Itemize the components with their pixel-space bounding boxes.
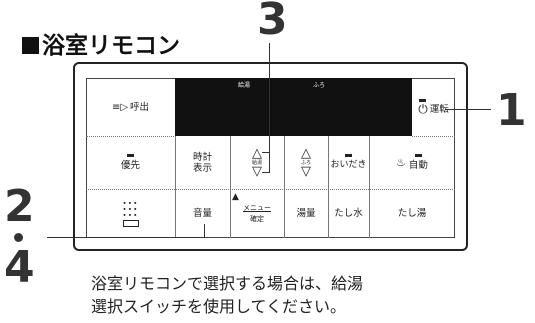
furo-temp-down-button[interactable]: ▽ [301, 163, 311, 179]
speaker-slot [122, 220, 139, 227]
divider [284, 136, 285, 238]
divider [328, 136, 329, 238]
power-button-label: 運転 [429, 103, 449, 115]
speaker-grille: ∙∙∙∙∙∙∙∙∙ [86, 189, 175, 238]
kyuto-temp-label: 給湯 [251, 159, 262, 166]
callout-separator-dot [14, 233, 23, 242]
leader-tick-up [262, 152, 270, 153]
water-amount-label: 湯量 [296, 208, 316, 219]
page-title: 浴室リモコン [22, 26, 180, 60]
pointer-marker-icon: ▲ [232, 192, 239, 202]
furo-temp-buttons: △ ふろ ▽ [284, 136, 328, 189]
kyuto-temp-up-button[interactable]: △ [252, 145, 262, 161]
leader-line-3 [269, 43, 270, 173]
leader-line-2-4-up [204, 224, 205, 238]
priority-button[interactable]: 優先 [86, 136, 175, 189]
clock-label-line1: 時計 [192, 151, 212, 163]
leader-line-1 [445, 109, 491, 110]
reheat-button[interactable]: おいだき [328, 136, 369, 189]
divider [369, 136, 370, 238]
clock-display-button[interactable]: 時計 表示 [175, 136, 230, 189]
caption: 浴室リモコンで選択する場合は、給湯 選択スイッチを使用してください。 [91, 272, 363, 318]
page-title-text: 浴室リモコン [42, 33, 180, 59]
auto-button-label: 自動 [408, 160, 428, 171]
kyuto-temp-buttons: △ 給湯 ▽ [230, 136, 284, 189]
clock-label-line2: 表示 [192, 162, 212, 174]
callout-1: 1 [496, 85, 527, 136]
power-button[interactable]: ⏻ 運転 [412, 78, 455, 136]
leader-line-2-4 [47, 237, 205, 238]
menu-confirm-button[interactable]: メニュー 確定 [230, 189, 284, 238]
power-icon: ⏻ [418, 102, 428, 116]
water-amount-button[interactable]: 湯量 [284, 189, 328, 238]
add-cold-water-button[interactable]: たし水 [328, 189, 369, 238]
leader-tick-down [262, 172, 270, 173]
callout-4: 4 [4, 242, 35, 293]
divider [86, 189, 455, 190]
indicator-lamp [127, 154, 134, 157]
auto-button[interactable]: ♨ 自動 [369, 136, 455, 189]
furo-temp-label: ふろ [300, 159, 311, 166]
confirm-label: 確定 [250, 214, 264, 223]
speaker-icon: ≡▷ [111, 101, 129, 113]
furo-temp-up-button[interactable]: △ [301, 145, 311, 161]
add-hot-water-button[interactable]: たし湯 [369, 189, 455, 238]
reheat-button-label: おいだき [330, 160, 367, 170]
divider [230, 136, 231, 238]
divider [175, 136, 176, 238]
square-bullet-icon [22, 37, 39, 54]
call-button[interactable]: ≡▷ 呼出 [86, 78, 175, 136]
lcd-display [175, 78, 412, 136]
callout-3: 3 [257, 0, 288, 45]
indicator-lamp [414, 154, 422, 157]
volume-button[interactable]: 音量 [175, 189, 230, 238]
menu-label: メニュー [243, 203, 271, 212]
caption-line2: 選択スイッチを使用してください。 [91, 297, 347, 316]
add-hot-water-label: たし湯 [397, 208, 427, 219]
priority-button-label: 優先 [120, 160, 140, 171]
kyuto-temp-down-button[interactable]: ▽ [252, 163, 262, 179]
speaker-grille-icon: ∙∙∙∙∙∙∙∙∙ [122, 199, 139, 219]
indicator-lamp [345, 154, 352, 157]
divider [86, 136, 176, 137]
call-button-label: 呼出 [130, 101, 150, 113]
add-cold-water-label: たし水 [334, 208, 363, 219]
volume-button-label: 音量 [192, 208, 212, 219]
display-label-kyuto: 給湯 [238, 82, 251, 89]
divider [412, 136, 455, 137]
display-label-furo: ふろ [313, 82, 326, 89]
indicator-lamp [419, 99, 427, 102]
bath-icon: ♨ [396, 156, 406, 169]
callout-2: 2 [4, 181, 35, 232]
caption-line1: 浴室リモコンで選択する場合は、給湯 [91, 274, 364, 293]
